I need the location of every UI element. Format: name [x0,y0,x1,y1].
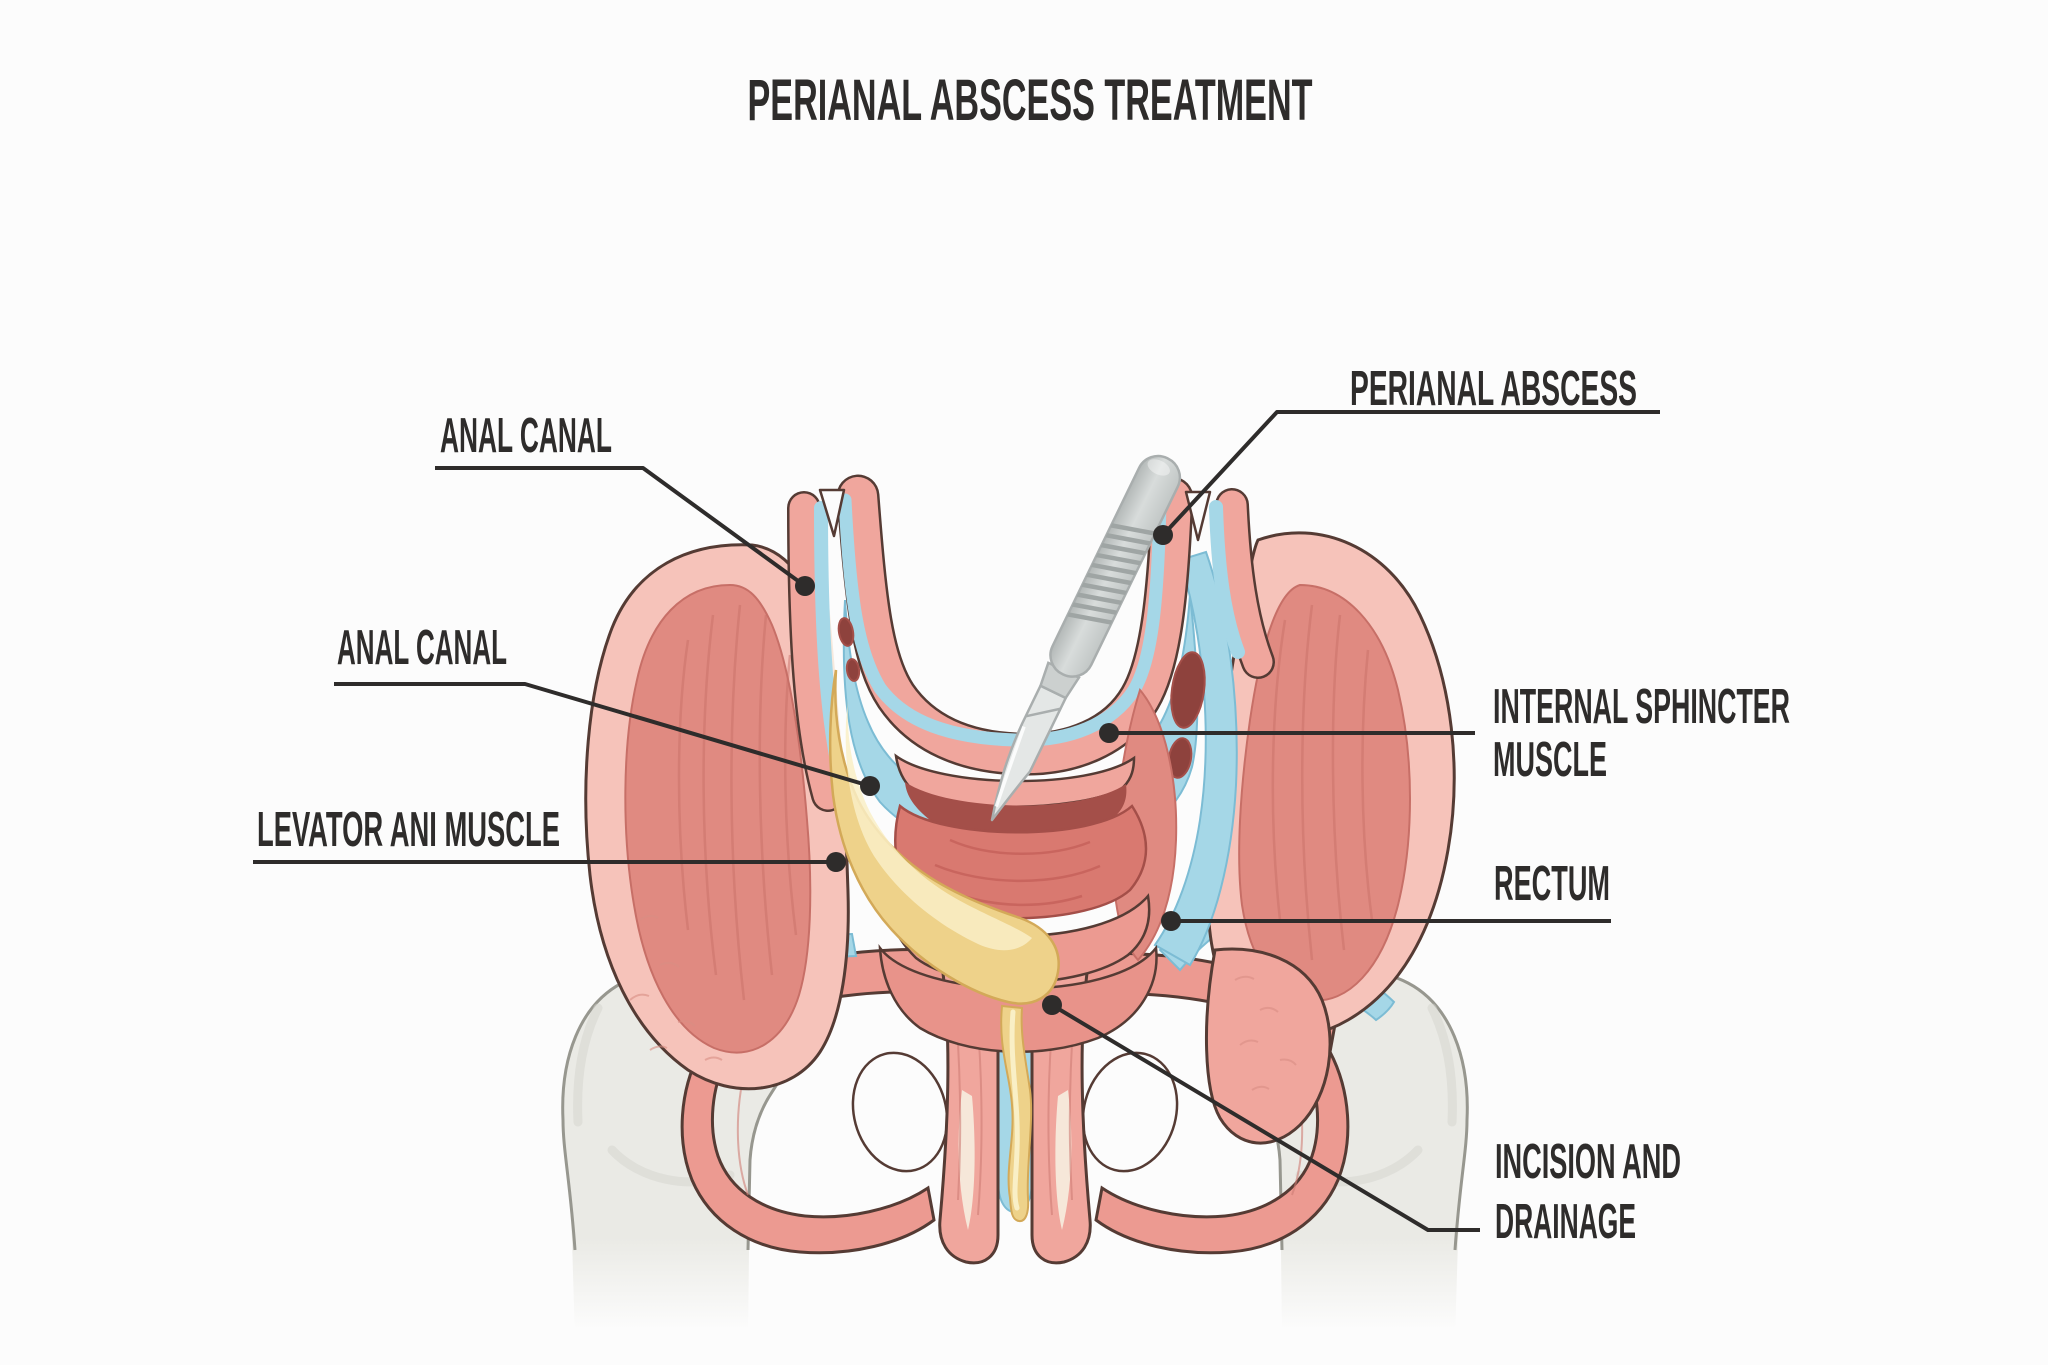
scalpel-grip-hatching [1067,523,1156,625]
right-canal-wall [1217,490,1273,677]
abscess-tract [828,669,1060,1223]
label-levator-ani: LEVATOR ANI MUSCLE [257,803,560,857]
scalpel-handle [1049,454,1182,678]
scalpel-neck [1038,661,1081,700]
canal-crypts [837,617,1206,779]
right-obturator-foramen [1081,1051,1179,1173]
arch-fiber-texture [736,994,1304,1216]
ligament-highlights [958,1090,1072,1230]
label-incision-line2: DRAINAGE [1495,1195,1636,1249]
leader-incision-drainage [1050,1003,1480,1232]
right-inferior-ramus [1094,1050,1350,1255]
pus-stream-highlight [1009,1009,1020,1211]
label-rectum: RECTUM [1494,857,1610,911]
right-hip-fibrous-lobe [1204,947,1332,1145]
right-hip-wing-striations [1271,604,1374,961]
rectal-fold-streaks [934,838,1101,907]
scalpel [990,454,1182,822]
right-canal-mucosa [1209,500,1245,659]
scalpel-cap-shine [1147,459,1170,476]
label-internal-sphincter-line1: INTERNAL SPHINCTER [1493,680,1790,734]
leader-lines [253,410,1660,1232]
right-hip-fibrous-texture [1234,975,1297,1091]
labels: ANAL CANAL ANAL CANAL LEVATOR ANI MUSCLE… [257,362,1790,1249]
dot-internal-sphincter [1099,723,1119,743]
rectal-fold-shadow [905,782,1127,837]
scalpel-blade [990,684,1067,822]
label-incision-line1: INCISION AND [1495,1135,1681,1189]
left-hip-fiber-texture [629,914,723,1061]
label-anal-canal-lower: ANAL CANAL [337,621,507,675]
left-hip-wing-striations [677,604,798,1001]
left-obturator-foramen [851,1051,949,1173]
left-inferior-ramus [680,1050,936,1255]
dot-incision-drainage [1042,995,1062,1015]
label-anal-canal-upper: ANAL CANAL [440,409,612,463]
grip-lines [1067,523,1156,625]
rectum-side-lining [1153,550,1238,967]
canal-notches [818,488,1212,542]
scalpel-blade-junction [1025,707,1061,718]
leader-anal-canal-lower [334,682,871,788]
dot-perianal-abscess [1153,525,1173,545]
label-internal-sphincter-line2: MUSCLE [1493,733,1607,787]
leader-perianal-abscess [1161,410,1660,537]
left-hip-wing-muscle [624,583,812,1054]
dot-anal-canal-upper [795,576,815,596]
pus-tract-highlight [845,700,1032,951]
leader-anal-canal-upper [435,466,807,588]
dot-anal-canal-lower [860,776,880,796]
dot-rectum [1161,911,1181,931]
leader-dots [795,525,1181,1015]
dot-levator-ani [826,852,846,872]
page-title: PERIANAL ABSCESS TREATMENT [748,68,1313,133]
scalpel-blade-edge-highlight [994,726,1026,808]
label-perianal-abscess: PERIANAL ABSCESS [1350,362,1637,416]
left-canal-wall [789,493,843,810]
hip-muscles [584,531,1456,1145]
